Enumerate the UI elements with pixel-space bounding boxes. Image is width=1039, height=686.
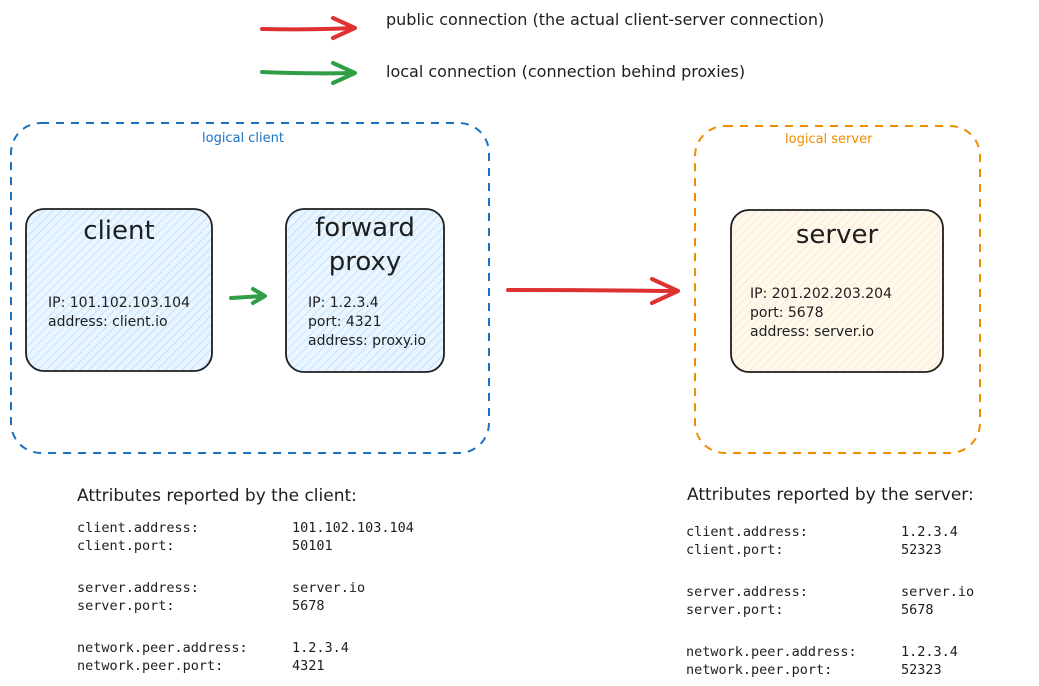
attr-key: network.peer.address:	[686, 644, 857, 660]
attr-value: server.io	[292, 580, 366, 596]
attr-value: 1.2.3.4	[292, 640, 349, 656]
legend-public-arrow	[260, 16, 357, 40]
attr-value: server.io	[901, 584, 975, 600]
attr-value: 1.2.3.4	[901, 644, 958, 660]
proxy-node-title: forward proxy	[286, 211, 444, 279]
server-port-line: port: 5678	[750, 305, 824, 321]
attr-row: server.port: 5678	[686, 601, 974, 619]
attr-key: network.peer.port:	[686, 662, 833, 678]
attr-row: network.peer.address: 1.2.3.4	[77, 639, 414, 657]
attr-row: server.address: server.io	[77, 579, 414, 597]
server-ip-line: IP: 201.202.203.204	[750, 286, 892, 302]
attr-key: network.peer.port:	[77, 658, 224, 674]
server-attributes-table: client.address: 1.2.3.4 client.port: 52323…	[686, 523, 974, 679]
logical-server-label: logical server	[785, 132, 873, 147]
attr-key: client.port:	[77, 538, 175, 554]
attr-value: 1.2.3.4	[901, 524, 958, 540]
attr-value: 52323	[901, 662, 942, 678]
client-node-box	[25, 208, 213, 372]
attr-key: network.peer.address:	[77, 640, 248, 656]
logical-client-boundary	[10, 122, 490, 454]
client-node-details: IP: 101.102.103.104 address: client.io	[48, 294, 190, 332]
attr-row: client.address: 1.2.3.4	[686, 523, 974, 541]
attr-value: 101.102.103.104	[292, 520, 414, 536]
logical-server-boundary	[694, 125, 981, 454]
client-attributes-title: Attributes reported by the client:	[77, 486, 357, 506]
attr-row: client.address: 101.102.103.104	[77, 519, 414, 537]
legend-local-arrow	[260, 61, 357, 85]
attr-value: 52323	[901, 542, 942, 558]
client-address-line: address: client.io	[48, 314, 168, 330]
client-ip-line: IP: 101.102.103.104	[48, 295, 190, 311]
proxy-ip-line: IP: 1.2.3.4	[308, 295, 379, 311]
server-address-line: address: server.io	[750, 324, 875, 340]
proxy-title-line-2: proxy	[328, 247, 402, 277]
proxy-node-box	[285, 208, 445, 373]
attr-row: network.peer.port: 4321	[77, 657, 414, 675]
attr-value: 5678	[901, 602, 934, 618]
attr-row: server.port: 5678	[77, 597, 414, 615]
attr-row: network.peer.port: 52323	[686, 661, 974, 679]
legend-local-label: local connection (connection behind prox…	[386, 62, 746, 81]
client-node-title: client	[83, 216, 155, 246]
attr-row: client.port: 50101	[77, 537, 414, 555]
attr-key: server.port:	[686, 602, 784, 618]
attr-key: client.port:	[686, 542, 784, 558]
attr-key: server.port:	[77, 598, 175, 614]
proxy-title-line-1: forward	[315, 213, 415, 243]
attr-key: client.address:	[686, 524, 808, 540]
attr-value: 5678	[292, 598, 325, 614]
attr-row: server.address: server.io	[686, 583, 974, 601]
proxy-port-line: port: 4321	[308, 314, 382, 330]
server-node-box	[730, 209, 944, 373]
proxy-node-details: IP: 1.2.3.4 port: 4321 address: proxy.io	[308, 294, 426, 351]
attr-key: server.address:	[686, 584, 808, 600]
proxy-address-line: address: proxy.io	[308, 333, 427, 349]
attr-row: client.port: 52323	[686, 541, 974, 559]
server-node-title: server	[795, 220, 879, 250]
server-attributes-title: Attributes reported by the server:	[687, 485, 974, 505]
client-attributes-table: client.address: 101.102.103.104 client.po…	[77, 519, 414, 675]
edge-proxy-server	[506, 277, 680, 305]
attr-value: 4321	[292, 658, 325, 674]
logical-client-label: logical client	[202, 131, 284, 146]
attr-value: 50101	[292, 538, 333, 554]
attr-key: server.address:	[77, 580, 199, 596]
server-node-details: IP: 201.202.203.204 port: 5678 address: …	[750, 285, 892, 342]
edge-client-proxy	[229, 287, 267, 305]
legend-public-label: public connection (the actual client-ser…	[386, 10, 825, 29]
attr-key: client.address:	[77, 520, 199, 536]
attr-row: network.peer.address: 1.2.3.4	[686, 643, 974, 661]
